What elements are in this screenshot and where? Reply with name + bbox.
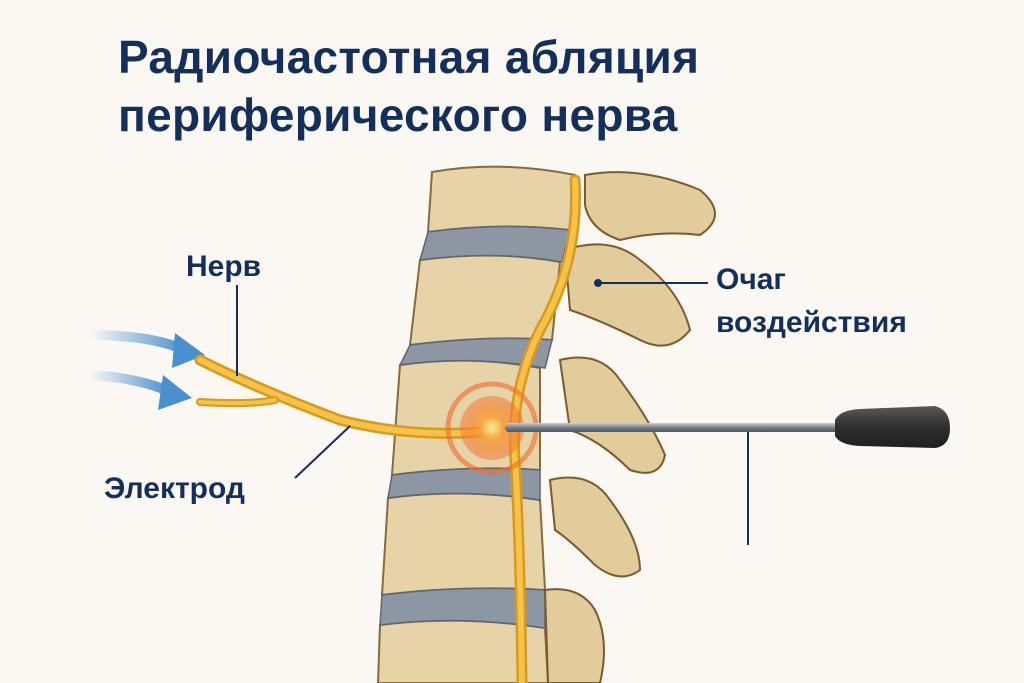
title-line-1: Радиочастотная абляция [118,31,700,83]
electrode-probe [505,406,950,448]
label-nerve: Нерв [186,250,262,283]
intervertebral-discs [379,225,571,629]
title-line-2: периферического нерва [118,89,678,141]
label-electrode: Электрод [104,472,245,505]
vertebral-processes [543,171,716,683]
label-target-line1: Очаг [716,263,786,296]
page-title: Радиочастотная абляция периферического н… [118,28,699,144]
leader-lines [236,279,749,545]
arrow-icons [89,330,205,410]
label-target-line2: воздействия [716,306,907,339]
